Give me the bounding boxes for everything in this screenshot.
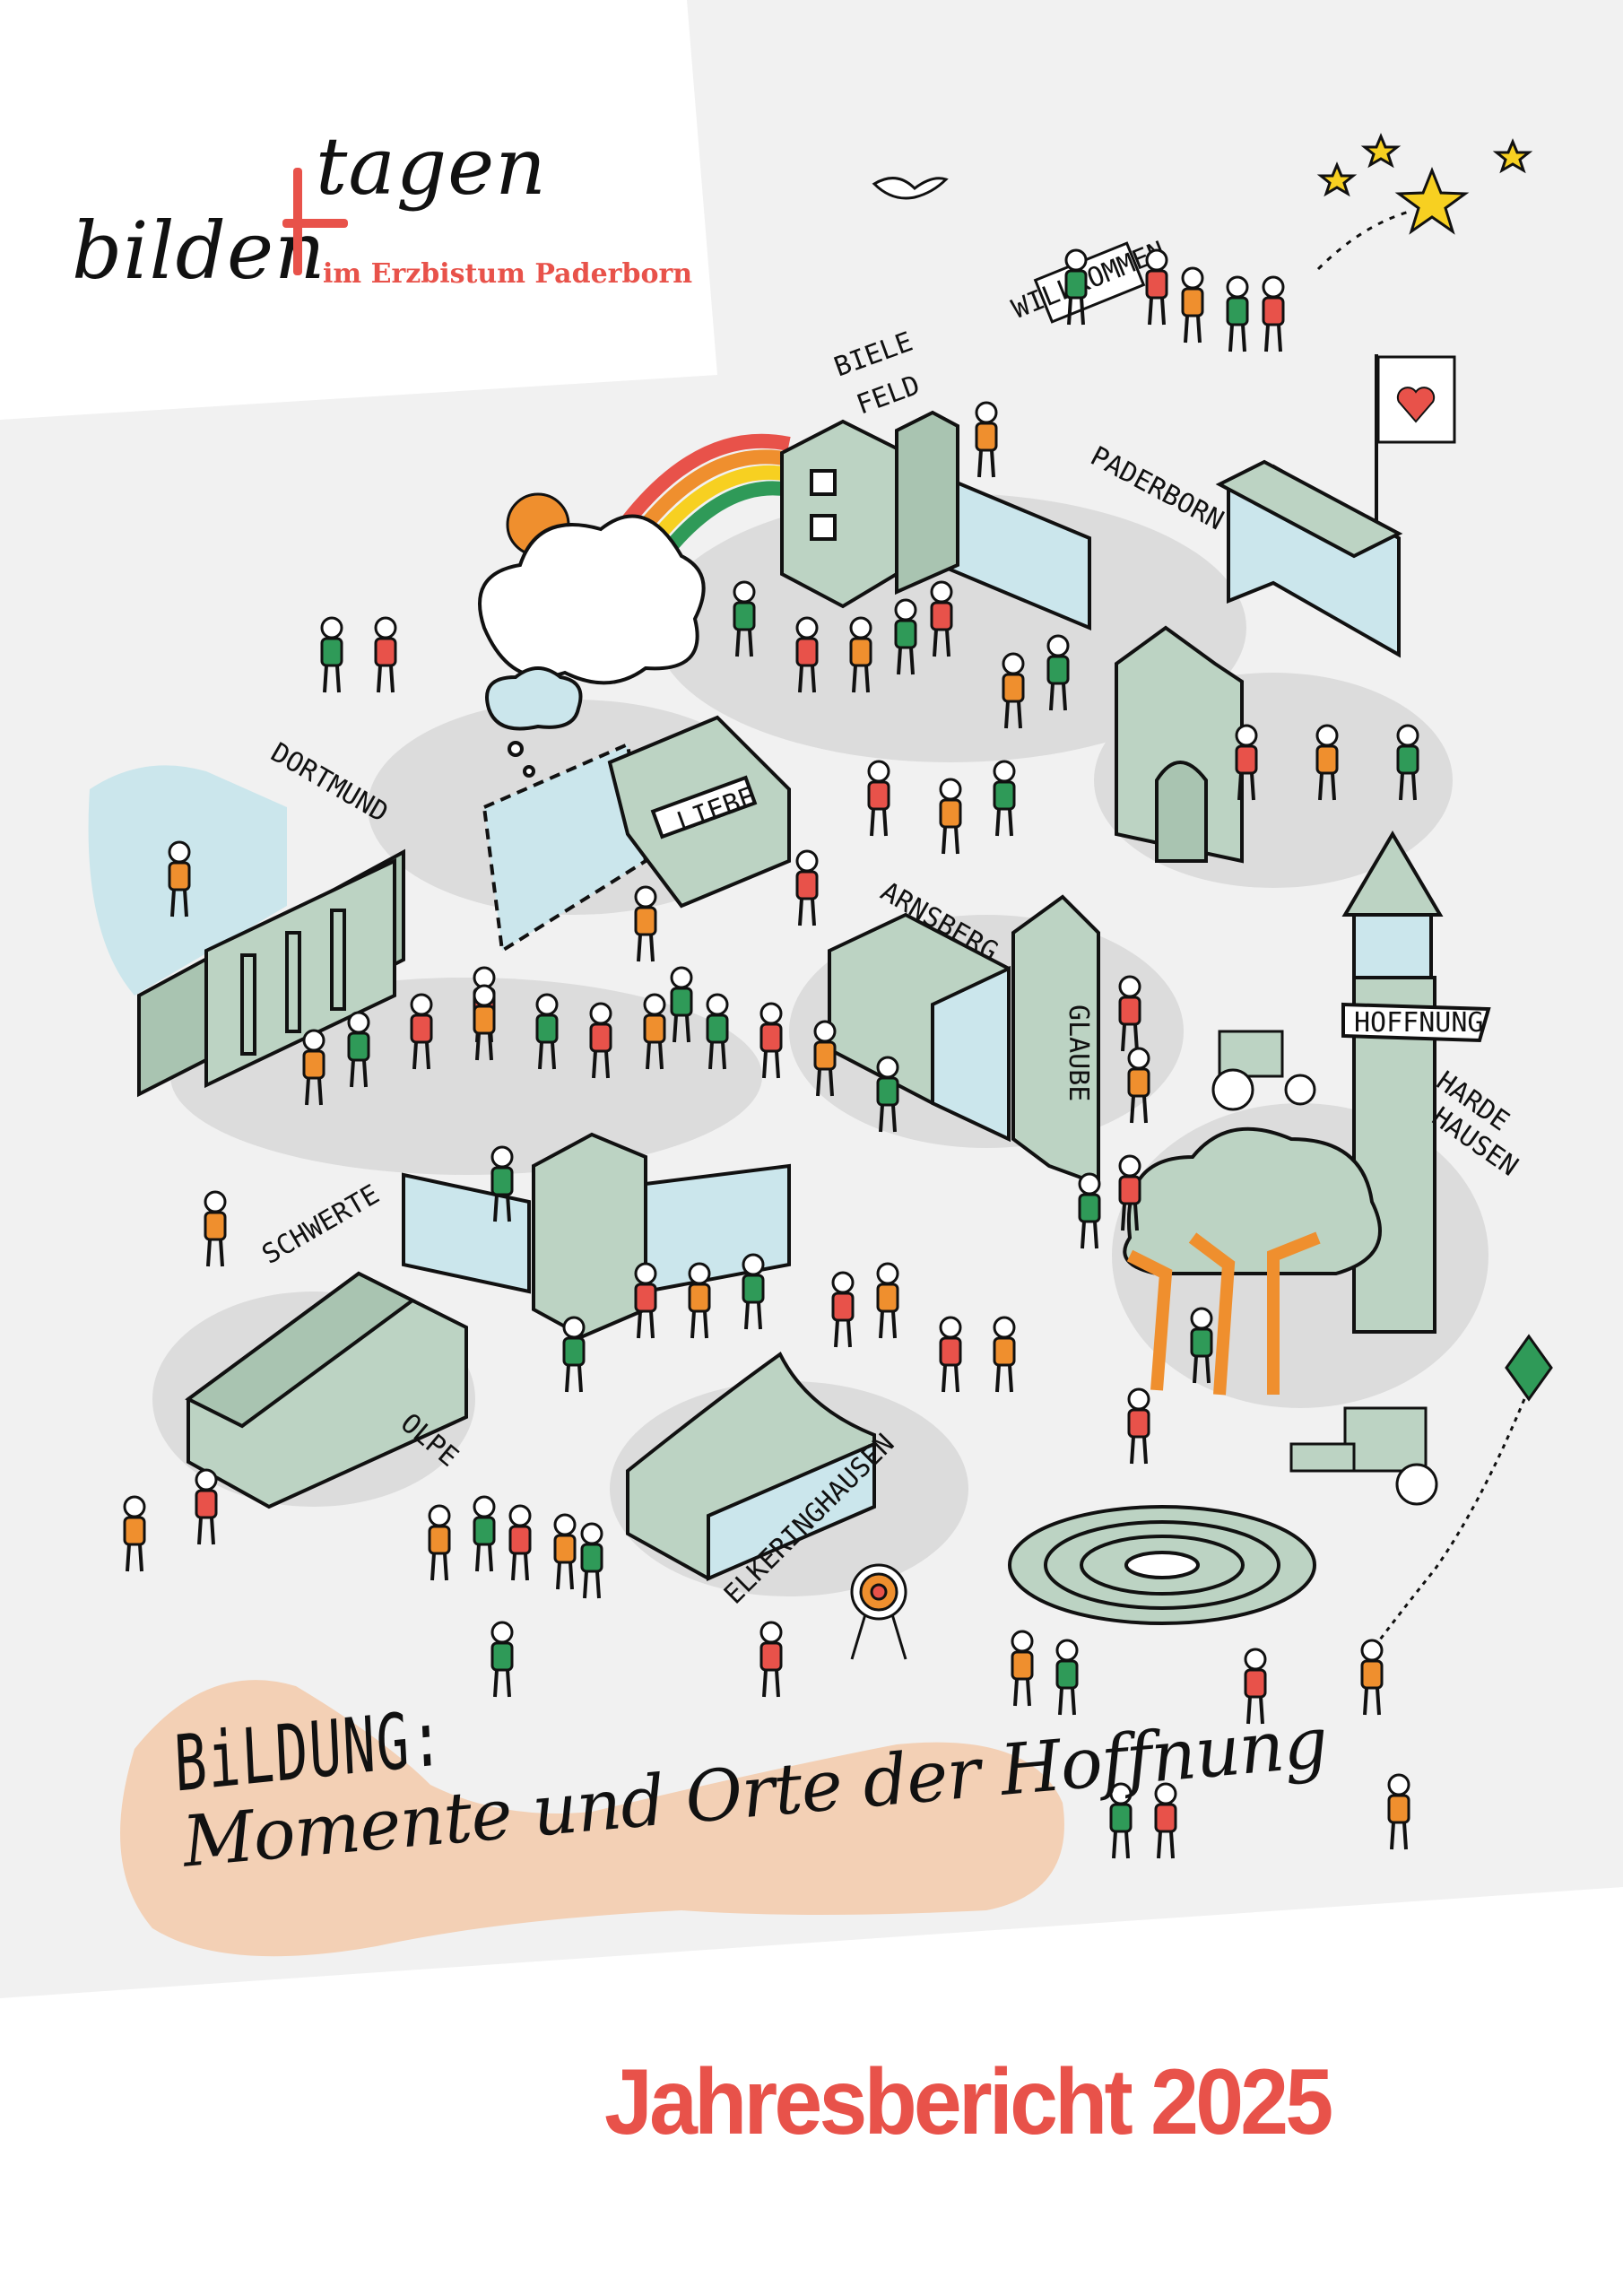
person-figure (759, 1002, 783, 1079)
person-figure (742, 1253, 765, 1330)
person-figure (204, 1190, 227, 1267)
person-figure (993, 760, 1016, 837)
person-figure (706, 993, 729, 1070)
flag-heart-anchor-icon (1375, 354, 1456, 538)
building-elkeringhausen (626, 1352, 876, 1582)
person-figure (876, 1262, 899, 1339)
trees (1123, 1126, 1382, 1396)
person-figure (1064, 248, 1088, 326)
building-paderborn (1215, 459, 1403, 658)
person-figure (688, 1262, 711, 1339)
person-figure (930, 580, 953, 657)
logo-word-tagen: tagen (316, 120, 547, 213)
dove-icon (872, 177, 949, 200)
person-figure (1127, 1047, 1150, 1124)
person-figure (1387, 1773, 1410, 1850)
person-figure (1190, 1307, 1213, 1384)
person-figure (867, 760, 890, 837)
person-figure (320, 616, 343, 693)
building-olpe (185, 1271, 468, 1509)
person-figure (993, 1316, 1016, 1393)
building-arnsberg (828, 894, 1100, 1187)
labyrinth (1008, 1505, 1316, 1625)
logo-subtitle: im Erzbistum Paderborn (323, 258, 693, 290)
person-figure (123, 1495, 146, 1572)
person-figure (508, 1504, 532, 1581)
person-figure (1262, 275, 1285, 352)
person-figure (562, 1316, 586, 1393)
person-figure (733, 580, 756, 657)
person-figure (589, 1002, 612, 1079)
building-bielefeld (780, 410, 1091, 631)
person-figure (473, 1495, 496, 1572)
person-figure (1244, 1648, 1267, 1725)
person-figure (634, 1262, 657, 1339)
person-figure (374, 616, 397, 693)
person-figure (1396, 724, 1419, 801)
person-figure (347, 1011, 370, 1088)
person-figure (939, 1316, 962, 1393)
label-glaube: GLAUBE (1063, 1004, 1094, 1101)
person-figure (1181, 266, 1204, 344)
person-figure (1145, 248, 1168, 326)
person-figure (831, 1271, 855, 1348)
kite-icon (1370, 1334, 1553, 1651)
person-figure (1109, 1782, 1133, 1859)
person-figure (1226, 275, 1249, 352)
person-figure (580, 1522, 603, 1599)
person-figure (670, 966, 693, 1043)
tractor-icon (1211, 1030, 1316, 1111)
person-figure (759, 1621, 783, 1698)
person-figure (1078, 1172, 1101, 1249)
people-figures (123, 248, 1419, 1859)
label-hoffnung: HOFFNUNG (1354, 1007, 1484, 1039)
person-figure (1235, 724, 1258, 801)
person-figure (1360, 1639, 1384, 1716)
person-figure (1002, 652, 1025, 729)
person-figure (1055, 1639, 1079, 1716)
person-figure (490, 1621, 514, 1698)
building-liebe (482, 715, 791, 954)
person-figure (1118, 975, 1141, 1052)
person-figure (939, 778, 962, 855)
person-figure (1046, 634, 1070, 711)
person-figure (795, 849, 819, 926)
person-figure (1011, 1630, 1034, 1707)
cloud-icon (478, 514, 706, 778)
building-schwerte (402, 1132, 791, 1339)
person-figure (410, 993, 433, 1070)
person-figure (1315, 724, 1339, 801)
person-figure (428, 1504, 451, 1581)
person-figure (876, 1056, 899, 1133)
report-title: Jahresbericht 2025 (604, 2050, 1333, 2154)
person-figure (813, 1020, 837, 1097)
person-figure (553, 1513, 577, 1590)
building-church (1115, 625, 1244, 864)
person-figure (1118, 1154, 1141, 1231)
harvester-icon (1289, 1406, 1438, 1506)
person-figure (1154, 1782, 1177, 1859)
person-figure (634, 885, 657, 962)
tower-hoffnung (1341, 831, 1491, 1334)
person-figure (1127, 1387, 1150, 1465)
archery-target-icon (850, 1563, 907, 1660)
person-figure (473, 984, 496, 1061)
person-figure (975, 401, 998, 478)
person-figure (795, 616, 819, 693)
logo-cross-bar (282, 219, 348, 228)
person-figure (302, 1029, 325, 1106)
stars-icon (1316, 133, 1533, 271)
person-figure (168, 840, 191, 918)
tagline-blob (120, 1680, 1064, 1957)
person-figure (490, 1145, 514, 1222)
building-dortmund (137, 848, 405, 1098)
person-figure (643, 993, 666, 1070)
person-figure (195, 1468, 218, 1545)
person-figure (535, 993, 559, 1070)
person-figure (849, 616, 872, 693)
person-figure (894, 598, 917, 675)
